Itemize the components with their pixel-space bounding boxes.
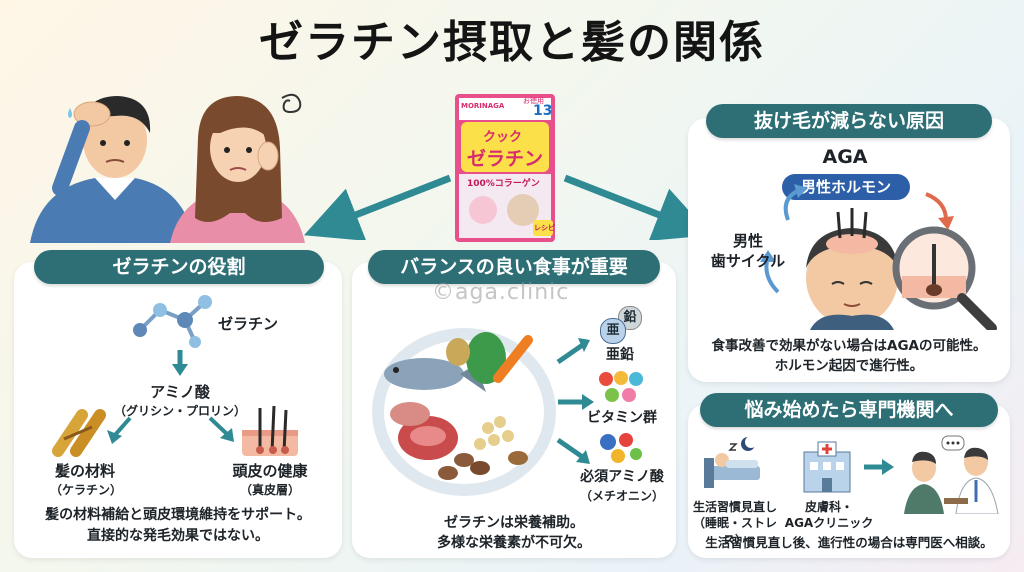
product-name-main: ゼラチン (467, 148, 544, 170)
role-panel (14, 262, 342, 558)
cycle-label-1: 男性 (732, 232, 763, 250)
product-badge-note: お徳用 (523, 97, 544, 105)
product-arrows (303, 174, 712, 240)
clinic-label-2: AGAクリニック (784, 516, 874, 530)
diet-panel-header: バランスの良い食事が重要 (368, 250, 660, 284)
gelatin-label: ゼラチン (218, 315, 279, 333)
right-arrow-icon (864, 459, 894, 475)
amino-acid-balls-icon (600, 433, 642, 463)
zinc-label: 亜鉛 (606, 347, 634, 363)
balanced-food-plate (372, 328, 556, 496)
product-sub: 100%コラーゲン (467, 179, 540, 189)
nutrient-arrows (556, 338, 594, 464)
vitamin-pills-icon (599, 371, 643, 402)
product-badge: 13 (533, 103, 553, 119)
watermark: ©aga.clinic (432, 280, 570, 305)
hospital-icon (803, 441, 851, 493)
down-arrow-icon (172, 350, 188, 376)
cause-footer-2: ホルモン起因で進行性。 (774, 358, 924, 374)
clinic-panel-header: 悩み始めたら専門機関へ (700, 393, 998, 427)
cause-panel-header: 抜け毛が減らない原因 (706, 104, 992, 138)
molecule-icon (133, 295, 212, 348)
lead-coin-icon: 鉛 (618, 306, 642, 330)
doctor-consultation-icon (904, 435, 999, 514)
scalp-health-sub: （真皮層） (239, 483, 300, 497)
aga-cycle-illustration (760, 184, 997, 330)
hair-material-label: 髪の材料 (54, 462, 115, 480)
sleeping-bed-icon (704, 436, 760, 488)
clinic-label-1: 皮膚科・ (804, 500, 853, 514)
product-name-top: クック (483, 130, 523, 145)
clinic-footer: 生活習慣見直し後、進行性の場合は専門医へ相談。 (705, 535, 993, 550)
lifestyle-label: 生活習慣見直し (692, 500, 777, 514)
scalp-health-label: 頭皮の健康 (232, 462, 308, 480)
amino-acid-sub: （グリシン・プロリン） (113, 404, 246, 418)
lifestyle-sub: （睡眠・ストレス） (692, 516, 777, 547)
page-title: ゼラチン摂取と髪の関係 (259, 17, 765, 68)
zinc-coin-icon: 亜 (600, 318, 626, 344)
amino-acid-label: アミノ酸 (150, 383, 210, 401)
gelatin-product-box: MORINAGA お徳用 13 クック ゼラチン 100%コラーゲン レシピ (453, 92, 557, 244)
role-panel-header: ゼラチンの役割 (34, 250, 324, 284)
scalp-skin-icon (242, 405, 298, 456)
diet-footer-2: 多様な栄養素が不可欠。 (437, 535, 591, 551)
branch-arrows (107, 416, 234, 444)
vitamin-label: ビタミン群 (587, 410, 657, 426)
cycle-label-2: 歯サイクル (710, 252, 786, 270)
cause-footer-1: 食事改善で効果がない場合はAGAの可能性。 (711, 338, 987, 354)
role-footer-1: 髪の材料補給と頭皮環境維持をサポート。 (45, 507, 311, 523)
male-hormone-badge: 男性ホルモン (782, 174, 910, 200)
keratin-strand-icon (52, 409, 106, 457)
product-recipe: レシピ (534, 224, 555, 232)
role-footer-2: 直接的な発毛効果ではない。 (87, 528, 269, 544)
diet-footer-1: ゼラチンは栄養補助。 (444, 515, 584, 531)
essential-amino-label: 必須アミノ酸 (580, 469, 664, 485)
hair-material-sub: （ケラチン） (49, 483, 122, 497)
worried-couple-illustration (30, 93, 305, 243)
essential-amino-sub: （メチオニン） (579, 489, 664, 503)
product-brand: MORINAGA (461, 102, 505, 110)
aga-label: AGA (822, 146, 868, 168)
